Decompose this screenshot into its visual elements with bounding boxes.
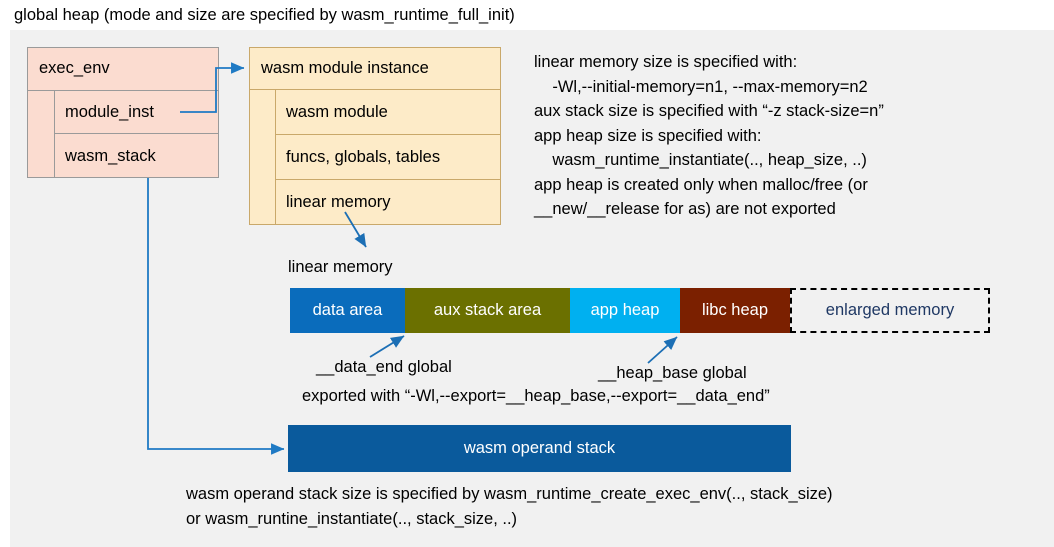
module-instance-title: wasm module instance: [249, 47, 501, 90]
exec-env-gutter: [27, 91, 55, 178]
exec-env-title: exec_env: [27, 47, 219, 91]
linear-memory-bar: data area aux stack area app heap libc h…: [290, 288, 990, 333]
module-instance-row-funcs-globals-tables: funcs, globals, tables: [276, 135, 501, 180]
annotation-heap-base-global: __heap_base global: [598, 364, 747, 382]
module-instance-row-linear-memory: linear memory: [286, 193, 391, 211]
module-instance-box: [249, 47, 501, 225]
memory-segment-enlarged-memory: enlarged memory: [790, 288, 990, 333]
memory-segment-aux-stack-area: aux stack area: [405, 288, 570, 333]
module-instance-gutter: [249, 90, 276, 225]
page-title: global heap (mode and size are specified…: [14, 6, 515, 24]
exec-env-field-module-inst: module_inst: [55, 91, 219, 134]
annotation-exported-with: exported with “-Wl,--export=__heap_base,…: [302, 387, 770, 405]
operand-stack-note: wasm operand stack size is specified by …: [186, 485, 833, 528]
wasm-operand-stack-box: wasm operand stack: [288, 425, 791, 472]
linear-memory-caption: linear memory: [288, 258, 393, 276]
module-instance-row-wasm-module: wasm module: [276, 90, 501, 135]
exec-env-field-wasm-stack: wasm_stack: [65, 146, 156, 165]
memory-segment-data-area: data area: [290, 288, 405, 333]
annotation-data-end-global: __data_end global: [316, 358, 452, 376]
description-text: linear memory size is specified with: -W…: [534, 53, 884, 218]
memory-segment-app-heap: app heap: [570, 288, 680, 333]
memory-segment-libc-heap: libc heap: [680, 288, 790, 333]
